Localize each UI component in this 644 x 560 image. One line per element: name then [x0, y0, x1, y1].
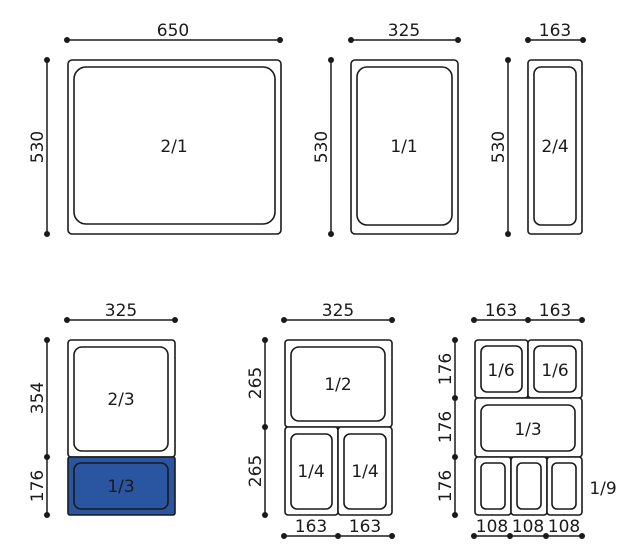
- height-label: 265: [246, 367, 266, 399]
- dimension-endpoint: [525, 317, 531, 323]
- panel-2-1: 650 530 2/1: [28, 21, 283, 237]
- pan-inner-1-3-highlighted: [73, 462, 169, 510]
- width-label: 108: [476, 517, 508, 537]
- width-label: 325: [322, 301, 354, 321]
- dimension-endpoint: [262, 512, 268, 518]
- dimension-endpoint: [277, 37, 283, 43]
- pan-label-1-3: 1/3: [514, 420, 541, 440]
- height-label: 176: [436, 353, 456, 385]
- dimension-endpoint: [507, 533, 513, 539]
- width-label: 163: [485, 301, 517, 321]
- width-label: 325: [105, 301, 137, 321]
- pan-label-1-6: 1/6: [487, 361, 514, 381]
- pan-inner-2-1: [73, 66, 276, 225]
- panel-1-2-1-4: 325 265 265 1/2 1/4 1/4 163 163: [246, 301, 395, 539]
- dimension-endpoint: [328, 231, 334, 237]
- width-label: 108: [512, 517, 544, 537]
- dimension-endpoint: [452, 337, 458, 343]
- dimension-endpoint: [64, 317, 70, 323]
- pan-inner-1-1: [356, 66, 453, 226]
- pan-inner-1-9: [551, 462, 577, 510]
- pan-inner-1-6: [533, 345, 577, 393]
- dimension-endpoint: [579, 533, 585, 539]
- pan-label-2-3: 2/3: [107, 390, 134, 410]
- dimension-endpoint: [281, 317, 287, 323]
- pan-inner-1-9: [480, 462, 506, 510]
- width-label: 163: [295, 517, 327, 537]
- height-label: 530: [489, 131, 509, 163]
- pan-inner-1-9: [516, 462, 542, 510]
- pan-label-1-4: 1/4: [297, 462, 324, 482]
- pan-label-1-6: 1/6: [541, 361, 568, 381]
- dimension-endpoint: [580, 37, 586, 43]
- height-label: 354: [28, 382, 48, 414]
- pan-inner-1-4: [290, 433, 333, 510]
- height-label: 530: [312, 131, 332, 163]
- dimension-endpoint: [262, 337, 268, 343]
- dimension-endpoint: [452, 454, 458, 460]
- dimension-endpoint: [452, 395, 458, 401]
- dimension-endpoint: [471, 533, 477, 539]
- pan-inner-1-3: [480, 404, 576, 452]
- dimension-endpoint: [44, 57, 50, 63]
- pan-inner-1-4: [343, 433, 387, 510]
- pan-inner-2-4: [533, 66, 577, 226]
- height-label: 265: [246, 455, 266, 487]
- dimension-endpoint: [348, 37, 354, 43]
- pan-label-1-2: 1/2: [324, 375, 351, 395]
- panel-2-3-1-3: 325 354 176 2/3 1/3: [28, 301, 178, 518]
- dimension-endpoint: [44, 337, 50, 343]
- dimension-endpoint: [64, 37, 70, 43]
- dimension-endpoint: [262, 424, 268, 430]
- dimension-endpoint: [452, 512, 458, 518]
- dimension-endpoint: [505, 57, 511, 63]
- height-label: 530: [28, 131, 48, 163]
- pan-label-1-9: 1/9: [589, 479, 616, 499]
- pan-inner-1-6: [480, 345, 523, 393]
- dimension-endpoint: [44, 231, 50, 237]
- pan-label-1-1: 1/1: [390, 137, 417, 157]
- height-label: 176: [436, 411, 456, 443]
- dimension-endpoint: [172, 317, 178, 323]
- dimension-endpoint: [44, 512, 50, 518]
- dimension-endpoint: [579, 317, 585, 323]
- pan-label-1-3: 1/3: [107, 477, 134, 497]
- width-label: 163: [349, 517, 381, 537]
- dimension-endpoint: [44, 454, 50, 460]
- dimension-endpoint: [335, 533, 341, 539]
- height-label: 176: [436, 470, 456, 502]
- width-label: 325: [388, 21, 420, 41]
- panel-1-6-1-3-1-9: 163 163 176 176 176 1/6 1/6 1/3 1/9 108 …: [436, 301, 617, 539]
- panel-1-1: 325 530 1/1: [312, 21, 461, 237]
- pan-inner-2-3: [73, 346, 169, 452]
- dimension-endpoint: [543, 533, 549, 539]
- dimension-endpoint: [281, 533, 287, 539]
- dimension-endpoint: [525, 37, 531, 43]
- pan-label-2-4: 2/4: [541, 137, 568, 157]
- width-label: 650: [157, 21, 189, 41]
- dimension-endpoint: [505, 231, 511, 237]
- panel-2-4: 163 530 2/4: [489, 21, 586, 237]
- width-label: 163: [539, 21, 571, 41]
- height-label: 176: [28, 470, 48, 502]
- dimension-endpoint: [328, 57, 334, 63]
- pan-inner-1-2: [290, 346, 386, 422]
- dimension-endpoint: [389, 533, 395, 539]
- width-label: 108: [548, 517, 580, 537]
- dimension-endpoint: [455, 37, 461, 43]
- dimension-endpoint: [389, 317, 395, 323]
- dimension-endpoint: [471, 317, 477, 323]
- pan-label-1-4: 1/4: [351, 462, 378, 482]
- width-label: 163: [539, 301, 571, 321]
- pan-label-2-1: 2/1: [160, 137, 187, 157]
